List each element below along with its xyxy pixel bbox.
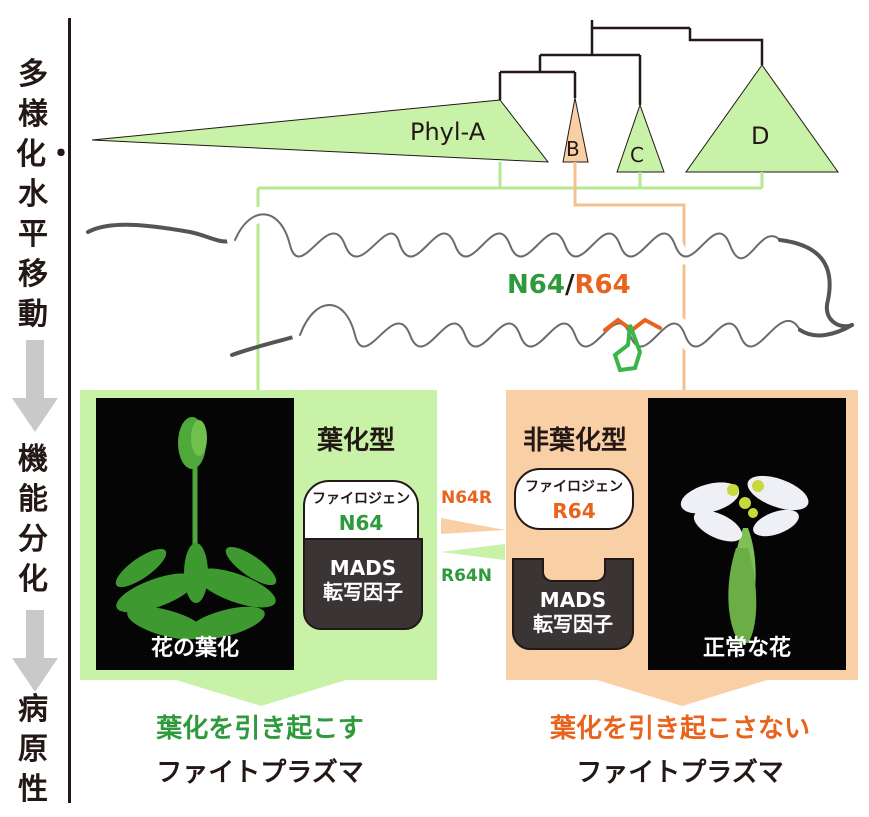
right-mads-line1: MADS (539, 588, 607, 612)
clade-d-triangle (685, 64, 839, 173)
phylogenetic-tree (86, 20, 854, 392)
label-pathogenicity: 病原性 (6, 690, 60, 810)
left-photo-caption: 花の葉化 (150, 636, 239, 661)
left-panel-pointer (176, 680, 346, 706)
leafy-plant-image (96, 398, 294, 670)
clade-phyl-a-triangle (91, 99, 550, 163)
right-phyllogen-label: ファイロジェン (525, 479, 623, 495)
residue-r64: R64 (574, 270, 631, 300)
clade-label-phyl-a: Phyl-A (410, 118, 486, 146)
right-phyllogen-residue: R64 (552, 499, 596, 523)
down-arrow-2 (12, 610, 58, 692)
left-mads-line2: 転写因子 (323, 580, 403, 604)
residue-n64: N64 (507, 270, 565, 300)
right-photo: 正常な花 (648, 398, 846, 670)
right-mads-notch (542, 558, 606, 582)
right-bottom-line2: ファイトプラズマ (576, 758, 784, 788)
label-pathogenicity-text: 病原性 (18, 692, 48, 807)
right-mads-line2: 転写因子 (533, 612, 613, 636)
mutation-reverse-label: R64N (441, 566, 492, 586)
normal-flower-image (648, 398, 846, 670)
clade-label-c: C (630, 143, 644, 167)
left-mads-line1: MADS (329, 556, 397, 580)
right-panel-pointer (597, 680, 767, 706)
right-panel-title: 非葉化型 (523, 426, 628, 456)
left-phyllogen-residue: N64 (338, 511, 384, 535)
left-phyllogen-label: ファイロジェン (312, 491, 410, 507)
left-panel-title: 葉化型 (317, 426, 396, 456)
label-diversification: 多様化・水平移動 (6, 55, 76, 335)
mutation-arrows (441, 518, 505, 560)
right-bottom-line1: 葉化を引き起こさない (549, 714, 810, 744)
left-divider-line (68, 18, 71, 803)
left-mads-box: MADS 転写因子 (303, 538, 423, 630)
left-phyllogen-box: ファイロジェン N64 (303, 480, 419, 542)
label-functional-divergence-text: 機能分化 (18, 442, 48, 597)
clade-label-d: D (751, 122, 770, 150)
mutation-forward-label: N64R (441, 488, 492, 508)
residue-sep: / (564, 270, 575, 300)
down-arrow-1 (12, 340, 58, 432)
left-photo: 花の葉化 (96, 398, 294, 670)
label-diversification-text: 多様化・水平移動 (16, 57, 76, 332)
right-photo-caption: 正常な花 (702, 636, 791, 661)
left-bottom-line2: ファイトプラズマ (156, 758, 364, 788)
right-mads-box: MADS 転写因子 (512, 558, 634, 650)
clade-label-b: B (566, 137, 580, 161)
residue-sticks (603, 317, 662, 373)
right-phyllogen-box: ファイロジェン R64 (514, 468, 634, 530)
residue-label: N64/R64 (507, 270, 631, 300)
label-functional-divergence: 機能分化 (6, 440, 60, 600)
left-bottom-line1: 葉化を引き起こす (156, 714, 364, 744)
